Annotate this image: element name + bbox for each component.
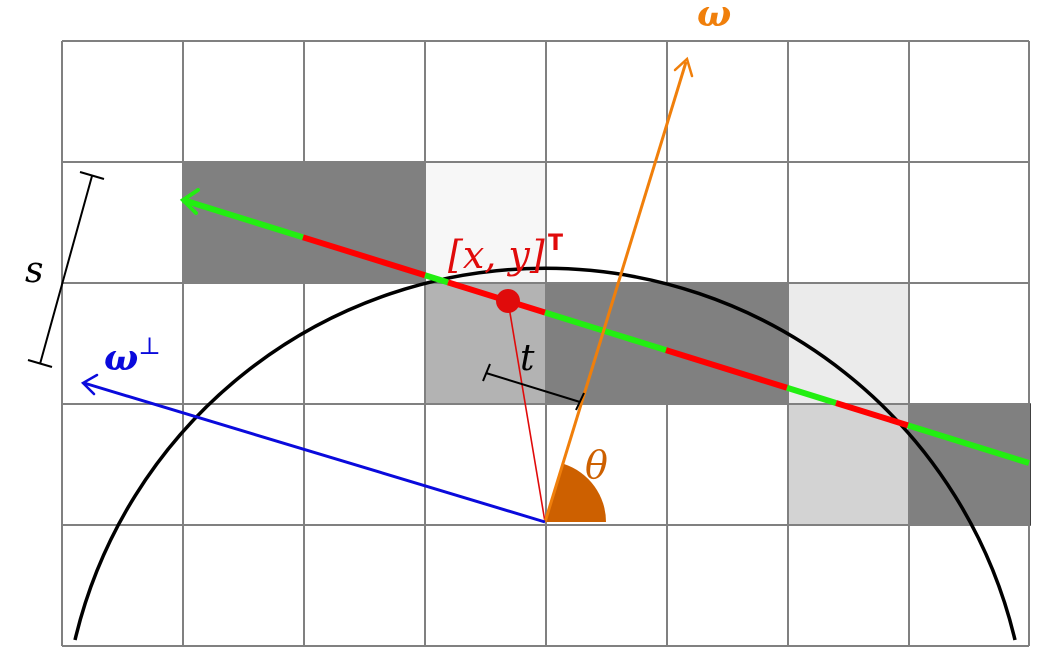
- shaded-cell: [666, 282, 789, 405]
- theta-label: θ: [585, 443, 608, 487]
- ray-segment: [182, 197, 304, 241]
- ray-segment: [302, 234, 426, 279]
- ray-segment: [447, 279, 546, 316]
- sample-point: [496, 289, 520, 313]
- t-measure: [482, 363, 585, 411]
- projection-ray: [182, 197, 1030, 466]
- point-vector: [507, 300, 546, 523]
- shaded-cell: [424, 282, 547, 405]
- support-circle: [73, 266, 1017, 641]
- omega-perp-arrowhead: [80, 373, 99, 396]
- ray-segment: [835, 400, 909, 429]
- omega-vector: [543, 61, 688, 523]
- s-label: s: [25, 250, 43, 291]
- ray-segment: [907, 422, 1030, 466]
- shaded-cell: [303, 161, 426, 284]
- t-label: t: [520, 338, 535, 379]
- pixel-grid: [61, 40, 1030, 647]
- ray-segment: [665, 347, 788, 391]
- theta-wedge: [545, 464, 606, 522]
- transpose-label: T: [548, 231, 563, 256]
- omega-label: ω: [697, 0, 731, 35]
- ray-segment: [544, 309, 606, 335]
- ray-segment: [786, 384, 837, 406]
- s-measure: [27, 171, 105, 368]
- shaded-cell: [908, 403, 1031, 526]
- omega-arrowhead: [673, 56, 694, 78]
- shaded-cell: [182, 161, 305, 284]
- ray-arrowhead: [179, 188, 200, 215]
- ray-segment: [604, 328, 667, 354]
- point-label: [x, y]: [448, 233, 545, 277]
- omega-perp-label: ω⊥: [104, 332, 161, 379]
- ray-segment: [424, 272, 449, 286]
- omega-perp-vector: [83, 381, 546, 524]
